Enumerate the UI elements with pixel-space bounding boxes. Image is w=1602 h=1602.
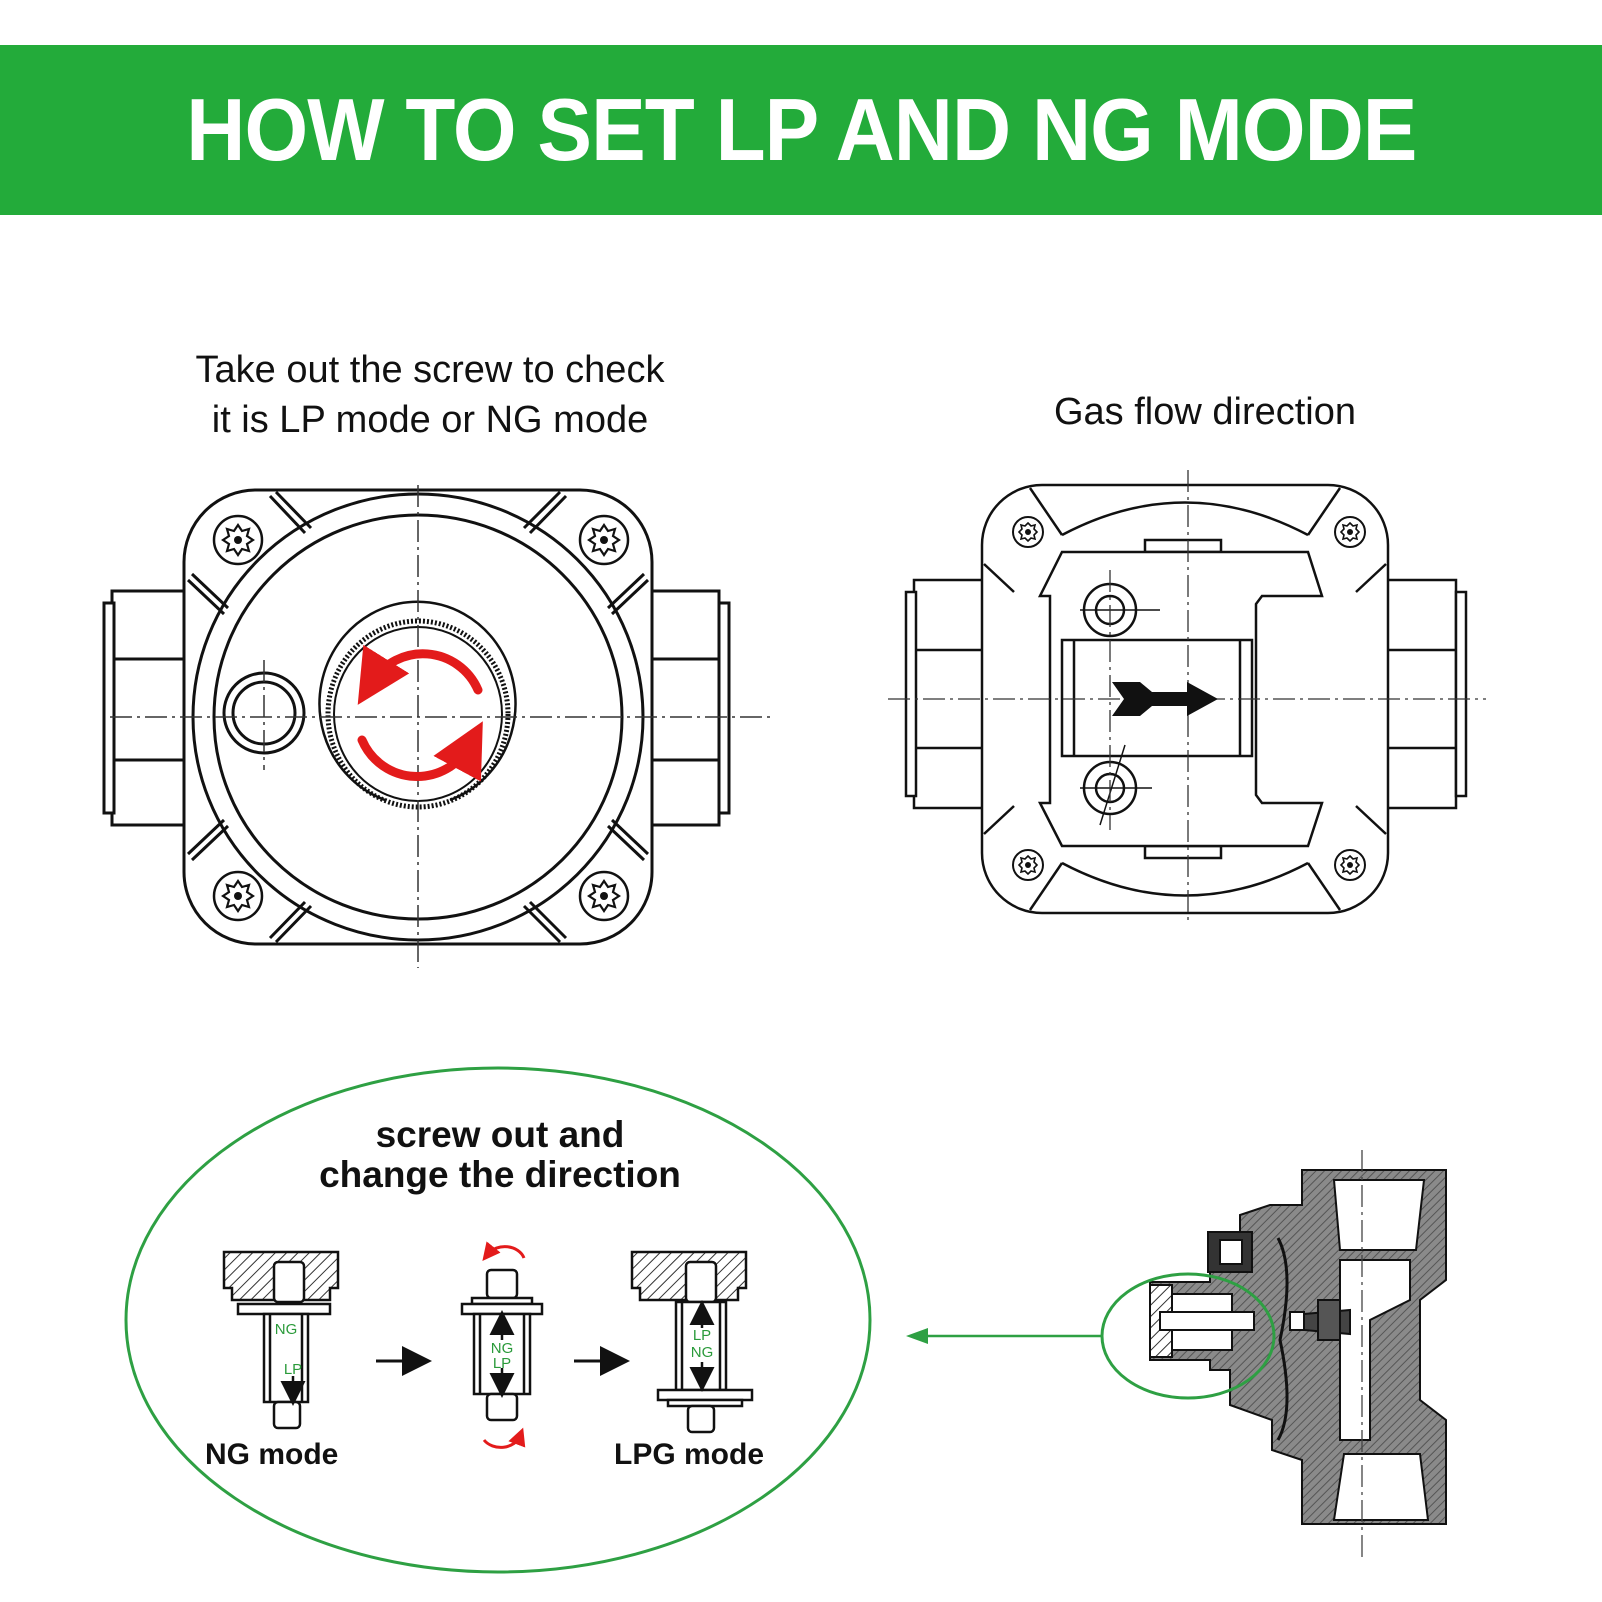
oval-title-line2: change the direction	[319, 1154, 681, 1195]
lpg-mode-label: LPG mode	[614, 1438, 765, 1471]
oval-title: screw out and change the direction	[260, 1115, 740, 1195]
red-rotation-arrows-icon	[357, 644, 483, 782]
screw-ng-mode	[222, 1250, 340, 1430]
lpg-mode-bottom-label: NG	[691, 1344, 714, 1361]
callout-oval	[124, 1066, 872, 1574]
page-title: HOW TO SET LP AND NG MODE	[185, 80, 1417, 179]
left-caption-line1: Take out the screw to check	[195, 349, 665, 391]
flip-rotate-icon	[482, 1241, 526, 1449]
ng-mode-label: NG mode	[205, 1438, 339, 1471]
ng-mode-top-label: NG	[275, 1321, 298, 1338]
left-caption-line2: it is LP mode or NG mode	[211, 399, 649, 441]
title-banner: HOW TO SET LP AND NG MODE	[0, 45, 1602, 215]
green-callout-arrow-left	[906, 1328, 1102, 1344]
right-caption: Gas flow direction	[1053, 391, 1356, 433]
flip-bottom-label: LP	[493, 1355, 511, 1372]
lpg-mode-top-label: LP	[693, 1327, 711, 1344]
left-caption: Take out the screw to check it is LP mod…	[130, 345, 730, 445]
screw-lpg-mode	[630, 1250, 754, 1434]
screw-flip	[460, 1268, 544, 1422]
centerlines-left	[110, 485, 770, 968]
regulator-cross-section	[1149, 1169, 1447, 1525]
flip-top-label: NG	[491, 1340, 514, 1357]
right-arrow-icon	[1112, 682, 1218, 716]
oval-title-line1: screw out and	[375, 1114, 625, 1155]
ng-mode-bottom-label: LP	[284, 1361, 302, 1378]
